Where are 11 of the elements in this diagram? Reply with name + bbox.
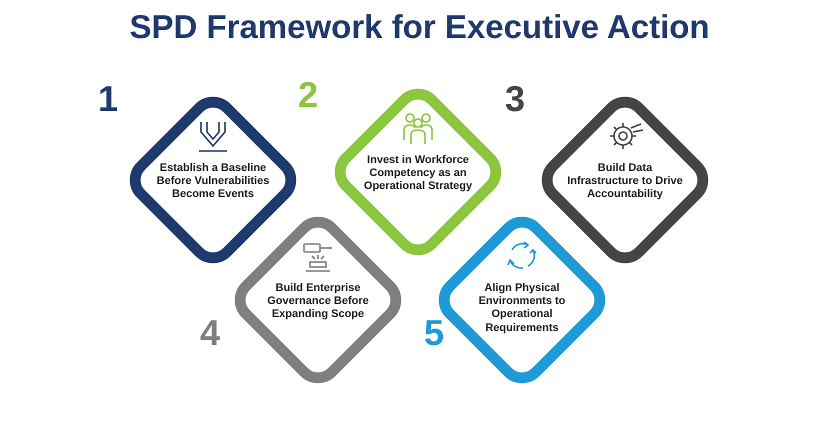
step-text: Align Physical Environments to Operational Requirements (478, 282, 566, 335)
step-text: Establish a Baseline Before Vulnerabilities Become Events (156, 162, 270, 202)
step-number: 4 (200, 312, 220, 354)
step-number: 2 (298, 74, 318, 116)
step-text: Build Enterprise Governance Before Expanding Scope (266, 282, 370, 322)
title: SPD Framework for Executive Action (128, 8, 711, 46)
step-number: 5 (424, 312, 444, 354)
step-number: 1 (98, 78, 118, 120)
step-text: Build Data Infrastructure to Drive Accountability (566, 162, 684, 202)
step-number: 3 (505, 78, 526, 120)
step-text: Invest in Workforce Competency as an Operational Strategy (362, 154, 474, 194)
